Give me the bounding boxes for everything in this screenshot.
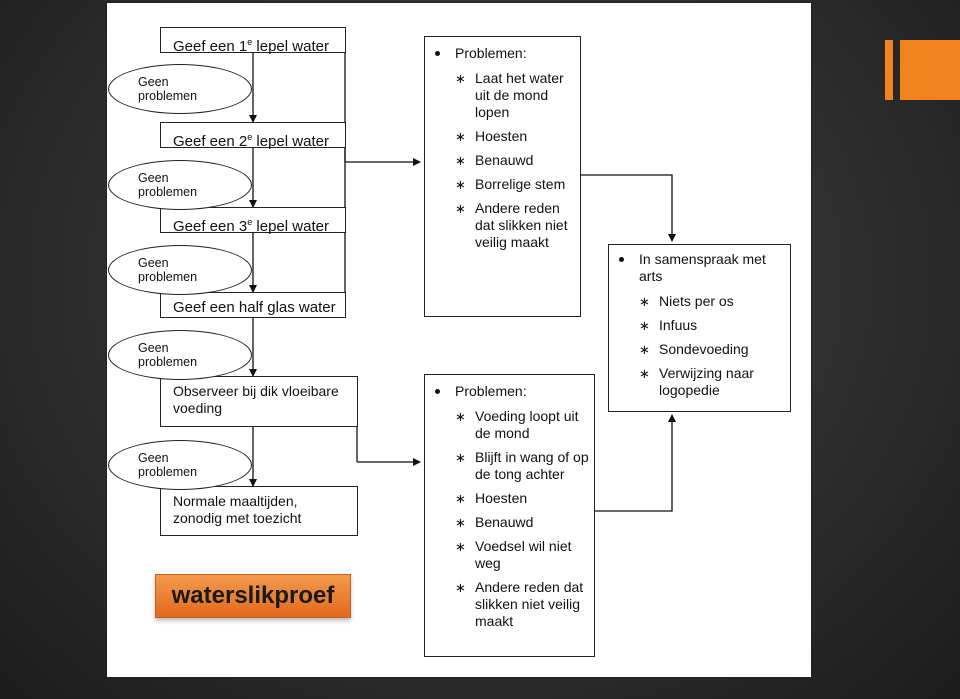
- food-problems-heading: Problemen:: [425, 383, 594, 400]
- observe-box: Observeer bij dik vloeibare voeding: [160, 376, 358, 427]
- water-problems-heading: Problemen:: [425, 45, 580, 62]
- list-item: Sondevoeding: [609, 341, 784, 358]
- step-3-label: Geef een 3e lepel water: [173, 217, 329, 235]
- no-problems-oval-5: Geen problemen: [108, 440, 252, 490]
- list-item: Benauwd: [425, 152, 580, 169]
- step-3-box: Geef een 3e lepel water: [160, 207, 346, 235]
- step-4-label: Geef een half glas water: [173, 299, 336, 316]
- step-2-box: Geef een 2e lepel water: [160, 122, 346, 150]
- step-2-label: Geef een 2e lepel water: [173, 132, 329, 150]
- list-item: Andere reden dat slikken niet veilig maa…: [425, 200, 580, 251]
- list-item: Laat het water uit de mond lopen: [425, 70, 580, 121]
- list-item: Andere reden dat slikken niet veilig maa…: [425, 579, 594, 630]
- no-problems-oval-2: Geen problemen: [108, 160, 252, 210]
- water-problems-box: Problemen: Laat het water uit de mond lo…: [424, 36, 581, 317]
- waterslikproef-logo: waterslikproef: [155, 574, 351, 618]
- step-1-label: Geef een 1e lepel water: [173, 37, 329, 55]
- doctor-heading: In samenspraak met arts: [609, 251, 784, 285]
- food-problems-box: Problemen: Voeding loopt uit de mond Bli…: [424, 374, 595, 657]
- list-item: Hoesten: [425, 128, 580, 145]
- accent-block: [900, 40, 960, 100]
- list-item: Voeding loopt uit de mond: [425, 408, 594, 442]
- list-item: Benauwd: [425, 514, 594, 531]
- doctor-box: In samenspraak met arts Niets per os Inf…: [608, 244, 791, 412]
- list-item: Voedsel wil niet weg: [425, 538, 594, 572]
- accent-bar-1: [885, 40, 893, 100]
- list-item: Borrelige stem: [425, 176, 580, 193]
- step-4-box: Geef een half glas water: [160, 292, 346, 318]
- list-item: Infuus: [609, 317, 784, 334]
- list-item: Blijft in wang of op de tong achter: [425, 449, 594, 483]
- arrow-foodproblems-doctor: [595, 414, 676, 512]
- step-1-box: Geef een 1e lepel water: [160, 27, 346, 55]
- no-problems-oval-3: Geen problemen: [108, 245, 252, 295]
- observe-label: Observeer bij dik vloeibare voeding: [173, 383, 339, 416]
- arrow-problems-doctor: [581, 174, 676, 242]
- list-item: Hoesten: [425, 490, 594, 507]
- normal-meals-label: Normale maaltijden, zonodig met toezicht: [173, 493, 302, 526]
- no-problems-oval-1: Geen problemen: [108, 64, 252, 114]
- list-item: Niets per os: [609, 293, 784, 310]
- normal-meals-box: Normale maaltijden, zonodig met toezicht: [160, 486, 358, 536]
- no-problems-oval-4: Geen problemen: [108, 330, 252, 380]
- list-item: Verwijzing naar logopedie: [609, 365, 784, 399]
